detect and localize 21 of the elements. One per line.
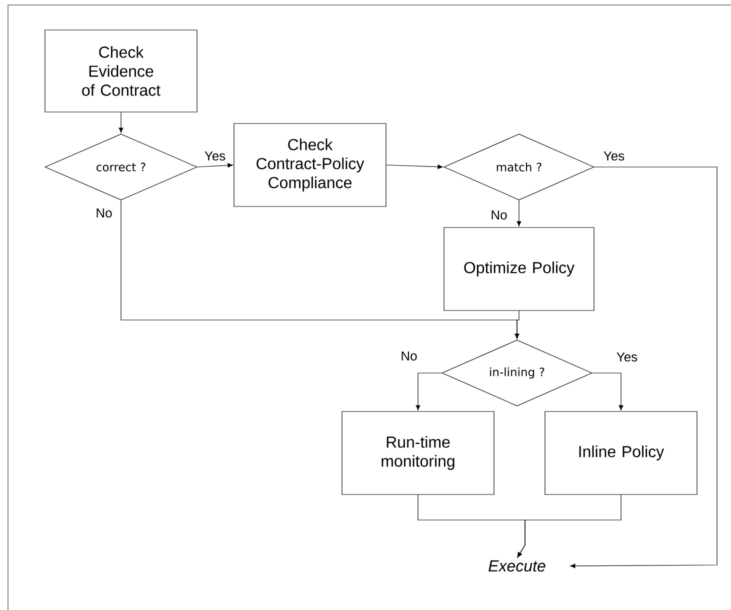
process-box: Check Contract-Policy Compliance [234, 123, 386, 207]
edge-label: No [490, 209, 508, 221]
terminal-text: Execute [488, 560, 546, 572]
arrow [197, 163, 233, 168]
edge-label: Yes [602, 150, 626, 162]
arrow [118, 112, 124, 133]
edge-label: No [94, 207, 114, 219]
arrow [516, 200, 522, 226]
arrow [570, 166, 718, 568]
edge-label: Yes [615, 351, 639, 363]
arrow [592, 372, 624, 410]
process-box: Optimize Policy [444, 227, 594, 311]
arrow [416, 372, 442, 410]
arrow [514, 310, 520, 339]
process-box: Run-time monitoring [342, 411, 494, 495]
process-box: Inline Policy [544, 411, 698, 495]
edge-label: No [400, 350, 418, 362]
edge-label: Yes [203, 150, 227, 162]
process-box: Check Evidence of Contract [44, 30, 198, 112]
arrow [386, 164, 443, 170]
arrow [517, 494, 622, 558]
